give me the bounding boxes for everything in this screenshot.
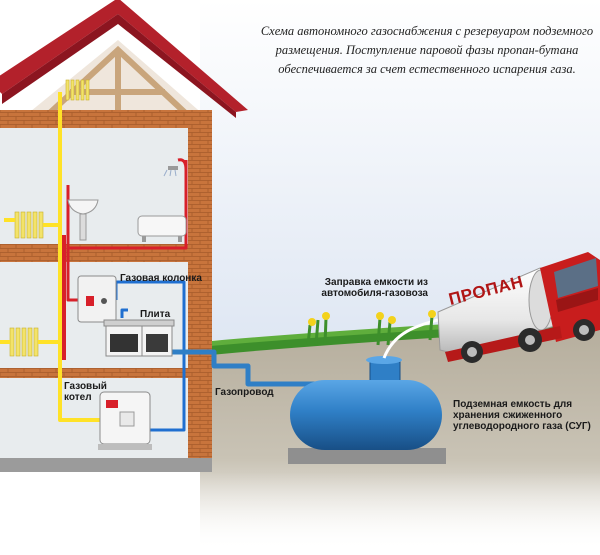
gas-stove xyxy=(104,320,174,356)
radiator-first-floor xyxy=(10,328,38,356)
label-refill: Заправка емкости из автомобиля-газовоза xyxy=(304,277,428,299)
label-boiler: Газовый котел xyxy=(64,381,108,403)
label-pipeline: Газопровод xyxy=(215,387,274,398)
reflection-fade xyxy=(0,472,600,550)
gas-water-heater xyxy=(78,276,116,322)
label-water-heater: Газовая колонка xyxy=(120,273,202,284)
diagram-caption: Схема автономного газоснабжения с резерв… xyxy=(258,22,596,79)
radiator-second-floor xyxy=(15,212,43,238)
label-tank: Подземная емкость для хранения сжиженног… xyxy=(453,399,595,432)
label-stove: Плита xyxy=(140,309,170,320)
